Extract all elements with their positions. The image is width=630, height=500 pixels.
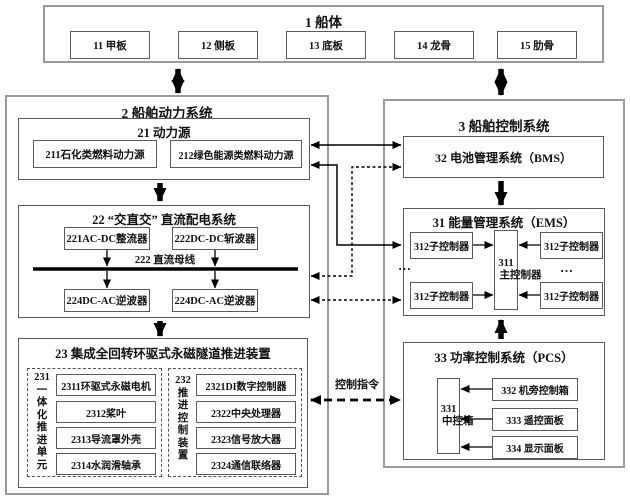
main-controller-box: 311 主控制器 <box>494 230 541 310</box>
main-controller-vertical-label: 311 主控制器 <box>498 257 541 283</box>
local-control-label: 332 机旁控制箱 <box>501 386 569 397</box>
display-panel-label: 334 显示面板 <box>506 444 564 455</box>
local-control-box: 332 机旁控制箱 <box>492 378 578 401</box>
ellipsis-left: … <box>398 258 411 273</box>
ring-motor-box: 2311环驱式永磁电机 <box>56 374 156 396</box>
sub-controller-label: 312子控制器 <box>414 292 469 303</box>
sub-controller-label: 312子控制器 <box>544 292 599 303</box>
comm-connector-label: 2324通信联络器 <box>211 460 281 472</box>
petro-fuel-label: 211石化类燃料动力源 <box>45 149 145 161</box>
duct-shell-box: 2313导流罩外壳 <box>56 427 156 449</box>
hull-item-bottomplate: 13 底板 <box>286 31 366 59</box>
propulsion-ctrl-text: 推进控制装置 <box>177 387 189 462</box>
hull-item-label: 13 底板 <box>308 40 344 52</box>
bms-box: 32 电池管理系统（BMS） <box>403 136 604 178</box>
sub-controller-box: 312子控制器 <box>410 232 473 259</box>
hull-item-label: 12 侧板 <box>200 40 236 52</box>
central-control-cabinet-vertical-label: 331 中控箱 <box>440 403 474 429</box>
inverter-label: 224DC-AC逆波器 <box>174 296 256 307</box>
central-control-cabinet-text: 中控箱 <box>442 416 474 427</box>
chopper-label: 222DC-DC斩波器 <box>174 234 256 245</box>
propulsion-title: 23 集成全回转环驱式永磁隧道推进装置 <box>55 347 271 361</box>
propulsion-unit-vertical-label: 231 一体化推进单元 <box>30 372 54 472</box>
sub-controller-box: 312子控制器 <box>410 282 473 309</box>
hull-item-label: 15 肋骨 <box>519 40 555 52</box>
duct-shell-label: 2313导流罩外壳 <box>71 434 141 446</box>
propulsion-ctrl-number: 232 <box>175 375 191 386</box>
inverter-right-box: 224DC-AC逆波器 <box>172 289 258 312</box>
signal-amplifier-label: 2323信号放大器 <box>211 434 281 446</box>
signal-amplifier-box: 2323信号放大器 <box>196 427 296 449</box>
digital-controller-label: 2321DI数字控制器 <box>205 381 287 393</box>
hull-title: 1 船体 <box>304 15 343 30</box>
sub-controller-label: 312子控制器 <box>414 242 469 253</box>
rectifier-box: 221AC-DC整流器 <box>64 227 150 250</box>
control-command-label: 控制指令 <box>335 379 379 391</box>
green-fuel-label: 212绿色能源类燃料动力源 <box>178 150 294 162</box>
hull-item-label: 11 甲板 <box>93 40 127 52</box>
rectifier-label: 221AC-DC整流器 <box>66 234 148 245</box>
digital-controller-box: 2321DI数字控制器 <box>196 374 296 396</box>
hull-item-deck: 11 甲板 <box>70 31 150 59</box>
bearing-label: 2314水润滑轴承 <box>71 460 141 472</box>
sub-controller-box: 312子控制器 <box>540 232 603 259</box>
blade-box: 2312桨叶 <box>56 401 156 423</box>
green-fuel-source-box: 212绿色能源类燃料动力源 <box>170 140 302 168</box>
inverter-label: 224DC-AC逆波器 <box>66 296 148 307</box>
sub-controller-box: 312子控制器 <box>540 282 603 309</box>
hull-item-rib: 15 肋骨 <box>497 31 577 59</box>
propulsion-unit-text: 一体化推进单元 <box>36 384 48 471</box>
petro-fuel-source-box: 211石化类燃料动力源 <box>33 140 157 168</box>
main-controller-text: 主控制器 <box>499 270 541 283</box>
central-control-cabinet-box: 331 中控箱 <box>437 378 474 454</box>
sub-controller-label: 312子控制器 <box>544 242 599 253</box>
propulsion-unit-number: 231 <box>34 372 50 383</box>
ellipsis-right: … <box>560 260 573 275</box>
bms-label: 32 电池管理系统（BMS） <box>434 150 572 165</box>
pcs-title: 33 功率控制系统（PCS） <box>434 351 574 365</box>
control-title: 3 船舶控制系统 <box>458 119 550 134</box>
propulsion-ctrl-vertical-label: 232 推进控制装置 <box>171 375 195 463</box>
central-control-cabinet-number: 331 <box>440 403 457 415</box>
cpu-box: 2322中央处理器 <box>196 401 296 423</box>
power-title: 2 船舶动力系统 <box>121 106 213 121</box>
bearing-box: 2314水润滑轴承 <box>56 453 156 475</box>
cpu-label: 2322中央处理器 <box>211 408 281 420</box>
inverter-left-box: 224DC-AC逆波器 <box>64 289 150 312</box>
display-panel-box: 334 显示面板 <box>492 436 578 459</box>
main-controller-number: 311 <box>498 257 514 269</box>
dc-distribution-title: 22 “交直交” 直流配电系统 <box>92 213 236 227</box>
dc-bus-label: 222 直流母线 <box>134 255 196 266</box>
power-source-title: 21 动力源 <box>137 126 191 140</box>
remote-panel-label: 333 遥控面板 <box>506 416 564 427</box>
blade-label: 2312桨叶 <box>86 408 126 420</box>
comm-connector-box: 2324通信联络器 <box>196 453 296 475</box>
hull-item-keel: 14 龙骨 <box>394 31 474 59</box>
remote-panel-box: 333 遥控面板 <box>492 408 578 431</box>
ems-title: 31 能量管理系统（EMS） <box>432 216 576 230</box>
ring-motor-label: 2311环驱式永磁电机 <box>61 381 151 393</box>
chopper-box: 222DC-DC斩波器 <box>172 227 258 250</box>
hull-item-label: 14 龙骨 <box>416 40 452 52</box>
hull-item-sideplate: 12 侧板 <box>178 31 258 59</box>
